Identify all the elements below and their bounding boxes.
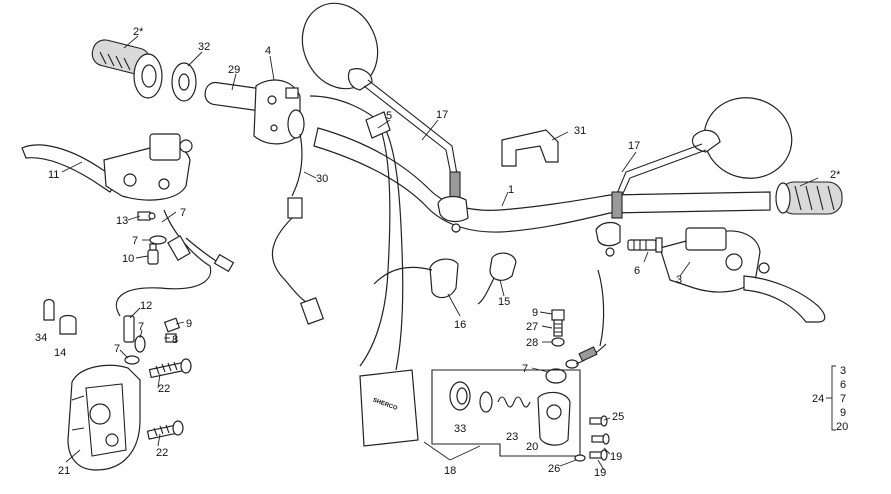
throttle-cable-end xyxy=(365,111,391,139)
switch-16 xyxy=(373,258,459,299)
callout-20: 20 xyxy=(526,441,538,453)
right-mirror xyxy=(611,97,793,219)
kit-24-item: 9 xyxy=(840,407,846,419)
callout-17-right: 17 xyxy=(628,140,640,152)
callout-19-b: 19 xyxy=(594,467,606,479)
brake-light-switch-6 xyxy=(627,237,663,253)
callout-12: 12 xyxy=(140,300,152,312)
callout-10: 10 xyxy=(122,253,134,265)
right-clamp xyxy=(595,221,621,257)
banjo-fitting xyxy=(545,343,607,384)
callout-3: 3 xyxy=(676,274,682,286)
callout-28: 28 xyxy=(526,337,538,349)
part-34 xyxy=(43,298,55,321)
piston-33 xyxy=(449,381,493,413)
right-grip xyxy=(775,181,843,215)
callout-23: 23 xyxy=(506,431,518,443)
left-clamp xyxy=(437,195,469,233)
bleed-screw-10 xyxy=(147,243,159,265)
kit-bag: SHERCO xyxy=(359,369,419,447)
callout-11: 11 xyxy=(48,169,59,181)
caliper-bolt-upper xyxy=(148,358,192,379)
brake-caliper xyxy=(67,364,141,471)
callout-7-d: 7 xyxy=(114,343,120,355)
kit-24-item: 20 xyxy=(836,421,848,433)
caliper-hose-fitting xyxy=(123,315,181,365)
part-14 xyxy=(59,314,77,335)
callout-34: 34 xyxy=(35,332,47,344)
callout-26: 26 xyxy=(548,463,560,475)
banjo-bolt-9 xyxy=(551,309,565,337)
callout-7-e: 7 xyxy=(522,363,528,375)
grip-washer xyxy=(171,62,197,102)
kit-24-item: 3 xyxy=(840,365,846,377)
callout-30: 30 xyxy=(316,173,328,185)
caliper-bolt-lower xyxy=(146,420,184,440)
callout-1: 1 xyxy=(508,184,514,196)
kill-switch-plug xyxy=(299,297,325,325)
left-mirror xyxy=(301,2,461,201)
piston-20 xyxy=(537,391,571,446)
washer-26 xyxy=(574,454,586,462)
callout-32: 32 xyxy=(198,41,210,53)
seal-kit-box xyxy=(431,369,581,457)
callout-33: 33 xyxy=(454,423,466,435)
callout-13: 13 xyxy=(116,215,128,227)
callout-18: 18 xyxy=(444,465,456,477)
leader-lines xyxy=(61,35,836,471)
clutch-master-cylinder xyxy=(103,133,193,201)
kit-24-item: 7 xyxy=(840,393,846,405)
callout-31: 31 xyxy=(574,125,586,137)
callout-14: 14 xyxy=(54,347,66,359)
callout-27: 27 xyxy=(526,321,538,333)
washer-7 xyxy=(149,235,167,245)
callout-15: 15 xyxy=(498,296,510,308)
callout-19-a: 19 xyxy=(610,451,622,463)
spring-23 xyxy=(497,396,531,408)
kill-switch xyxy=(253,79,305,145)
callout-labels: 2* 32 29 4 5 17 31 17 1 2* 30 11 7 13 7 … xyxy=(35,26,841,479)
washer-28 xyxy=(551,337,565,347)
callout-22-upper: 22 xyxy=(158,383,170,395)
callout-2-left: 2* xyxy=(133,26,144,38)
hose-junction xyxy=(167,235,191,261)
front-brake-lever xyxy=(743,275,826,323)
callout-4: 4 xyxy=(265,45,271,57)
callout-25: 25 xyxy=(612,411,624,423)
callout-9-right: 9 xyxy=(532,307,538,319)
callout-29: 29 xyxy=(228,64,240,76)
screw-25 xyxy=(589,415,608,427)
banjo-bolt-13 xyxy=(137,211,156,221)
callout-6: 6 xyxy=(634,265,640,277)
switch-15 xyxy=(477,252,517,305)
callout-21: 21 xyxy=(58,465,70,477)
callout-22-lower: 22 xyxy=(156,447,168,459)
screw-19a xyxy=(591,433,610,445)
callout-9-left: 9 xyxy=(186,318,192,330)
kill-switch-connector xyxy=(287,197,303,219)
kit-24-label: 24 xyxy=(812,393,824,405)
callout-16: 16 xyxy=(454,319,466,331)
callout-7-a: 7 xyxy=(180,207,186,219)
callout-7-c: 7 xyxy=(138,321,144,333)
kit-24-bracket: 24 3 6 7 9 20 xyxy=(812,365,848,433)
screw-19b xyxy=(589,449,608,461)
callout-7-b: 7 xyxy=(132,235,138,247)
part-31 xyxy=(501,129,559,167)
kit-24-item: 6 xyxy=(840,379,846,391)
callout-5: 5 xyxy=(386,110,392,122)
left-grip xyxy=(91,39,163,99)
callout-2-right: 2* xyxy=(830,169,841,181)
callout-17-left: 17 xyxy=(436,109,448,121)
front-brake-master-cylinder xyxy=(659,227,770,293)
callout-8: 8 xyxy=(172,334,178,346)
